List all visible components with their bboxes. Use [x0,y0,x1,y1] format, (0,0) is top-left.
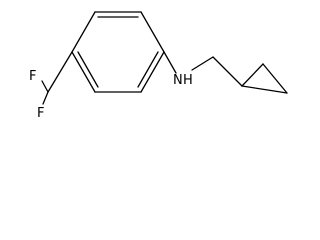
cyclopropyl-bond [241,63,264,87]
ring-double-bond [77,51,99,88]
benzene-ring [71,11,165,93]
fluorine-bottom-label: F [37,106,44,121]
difluoromethyl-group [41,51,73,105]
ring-bond [71,51,96,93]
cyclopropyl-bond [241,85,288,94]
fluorine-top-label: F [29,69,36,84]
c-f-bond [41,80,49,93]
ring-double-bond [137,51,159,88]
c-f-bond [42,91,49,105]
cyclopropyl-bond [262,63,288,94]
amine-hydrogen-label: H [183,73,193,88]
molecule-structure: F F N H [29,11,288,121]
amine-linker [163,51,243,87]
nitrogen-to-ch2-bond [191,56,214,71]
ring-bond [71,11,96,53]
cyclopropyl-ring [241,63,288,94]
ring-bond [140,11,165,53]
aryl-to-nitrogen-bond [163,51,177,74]
aryl-to-chf2-bond [47,51,73,93]
nitrogen-label: N [173,73,183,88]
ring-bond [140,51,165,93]
ch2-to-cyclopropyl-bond [212,56,243,87]
